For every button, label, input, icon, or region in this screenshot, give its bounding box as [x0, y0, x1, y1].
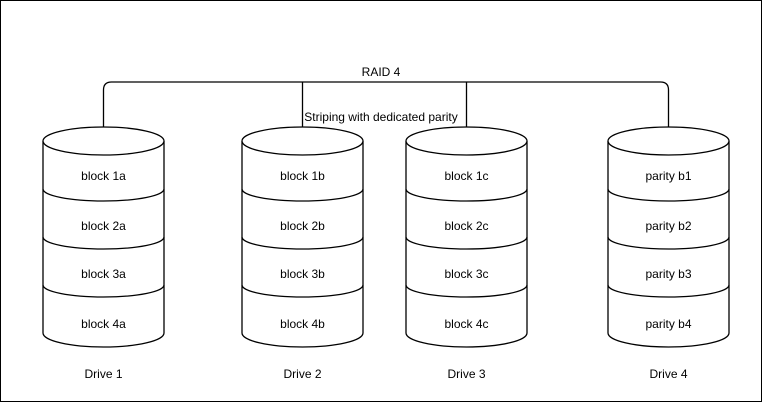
bus-connector — [102, 81, 670, 127]
drive-3-block-4-label: block 4c — [444, 317, 489, 331]
drive-2-block-3-label: block 3b — [280, 267, 325, 281]
drive-3-block-2-label: block 2c — [444, 219, 489, 233]
drive-1-cylinder — [42, 126, 165, 348]
diagram-title: RAID 4 — [361, 65, 401, 79]
drive-2-block-1-label: block 1b — [280, 169, 325, 183]
drive-2-caption: Drive 2 — [283, 367, 322, 381]
drive-4-parity-3-label: parity b3 — [645, 267, 692, 281]
diagram-title-block: RAID 4 Striping with dedicated parity — [1, 35, 761, 155]
drive-2-cylinder — [241, 126, 364, 348]
drive-3-cylinder — [405, 126, 528, 348]
drive-1-block-3-label: block 3a — [81, 267, 126, 281]
drive-1-caption: Drive 1 — [84, 367, 123, 381]
drive-2-block-4-label: block 4b — [280, 317, 325, 331]
drive-4-parity-2-label: parity b2 — [645, 219, 692, 233]
drive-1-block-2-label: block 2a — [81, 219, 126, 233]
drive-2-block-2-label: block 2b — [280, 219, 325, 233]
bus-line — [102, 81, 670, 127]
drive-1-block-1-label: block 1a — [81, 169, 126, 183]
drive-3-block-1-label: block 1c — [444, 169, 489, 183]
drive-4-caption: Drive 4 — [649, 367, 688, 381]
diagram-subtitle: Striping with dedicated parity — [304, 110, 458, 124]
drive-4-parity-4-label: parity b4 — [645, 317, 692, 331]
drive-4-cylinder — [607, 126, 730, 348]
drive-3-caption: Drive 3 — [447, 367, 486, 381]
drive-4-parity-1-label: parity b1 — [645, 169, 692, 183]
drive-1-block-4-label: block 4a — [81, 317, 126, 331]
drive-3-block-3-label: block 3c — [444, 267, 489, 281]
